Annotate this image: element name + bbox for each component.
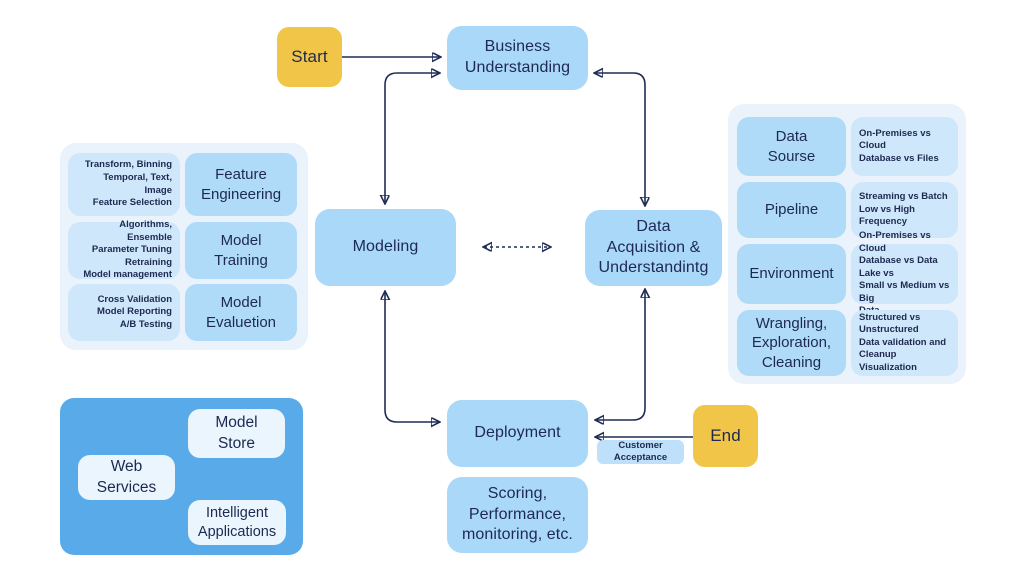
model-evaluation-title: Model Evaluetion (185, 284, 297, 341)
arrow-business-understanding-data-acquisition (595, 73, 645, 205)
model-evaluation-details: Cross Validation Model Reporting A/B Tes… (68, 284, 180, 341)
deployment-architecture-panel: Model Store Web Services Intelligent App… (60, 398, 303, 555)
feature-engineering-details: Transform, Binning Temporal, Text, Image… (68, 153, 180, 216)
modeling-detail-panel: Transform, Binning Temporal, Text, Image… (60, 143, 308, 350)
pipeline-title: Pipeline (737, 182, 846, 238)
model-store-box: Model Store (188, 409, 285, 458)
model-training-details: Algorithms, Ensemble Parameter Tuning Re… (68, 219, 180, 280)
data-source-details: On-Premises vs Cloud Database vs Files (851, 117, 958, 176)
environment-title: Environment (737, 244, 846, 304)
arrow-business-understanding-modeling (385, 73, 439, 203)
deployment-node: Deployment (447, 400, 588, 467)
model-training-title: Model Training (185, 222, 297, 279)
data-source-title: Data Sourse (737, 117, 846, 176)
data-acquisition-node: Data Acquisition & Understandintg (585, 210, 722, 286)
arrow-modeling-deployment (385, 292, 439, 422)
modeling-node: Modeling (315, 209, 456, 286)
pipeline-details: Streaming vs Batch Low vs High Frequency (851, 182, 958, 238)
feature-engineering-title: Feature Engineering (185, 153, 297, 216)
intelligent-applications-box: Intelligent Applications (188, 500, 286, 545)
data-detail-panel: Data Sourse On-Premises vs Cloud Databas… (728, 104, 966, 384)
web-services-box: Web Services (78, 455, 175, 500)
environment-details: On-Premises vs Cloud Database vs Data La… (851, 230, 958, 316)
business-understanding-node: Business Understanding (447, 26, 588, 90)
arrow-data-acquisition-deployment (596, 290, 645, 420)
wrangling-title: Wrangling, Exploration, Cleaning (737, 310, 846, 376)
customer-acceptance-box: Customer Acceptance (597, 440, 684, 464)
end-node: End (693, 405, 758, 467)
wrangling-details: Structured vs Unstructured Data validati… (851, 310, 958, 376)
start-node: Start (277, 27, 342, 87)
scoring-node: Scoring, Performance, monitoring, etc. (447, 477, 588, 553)
